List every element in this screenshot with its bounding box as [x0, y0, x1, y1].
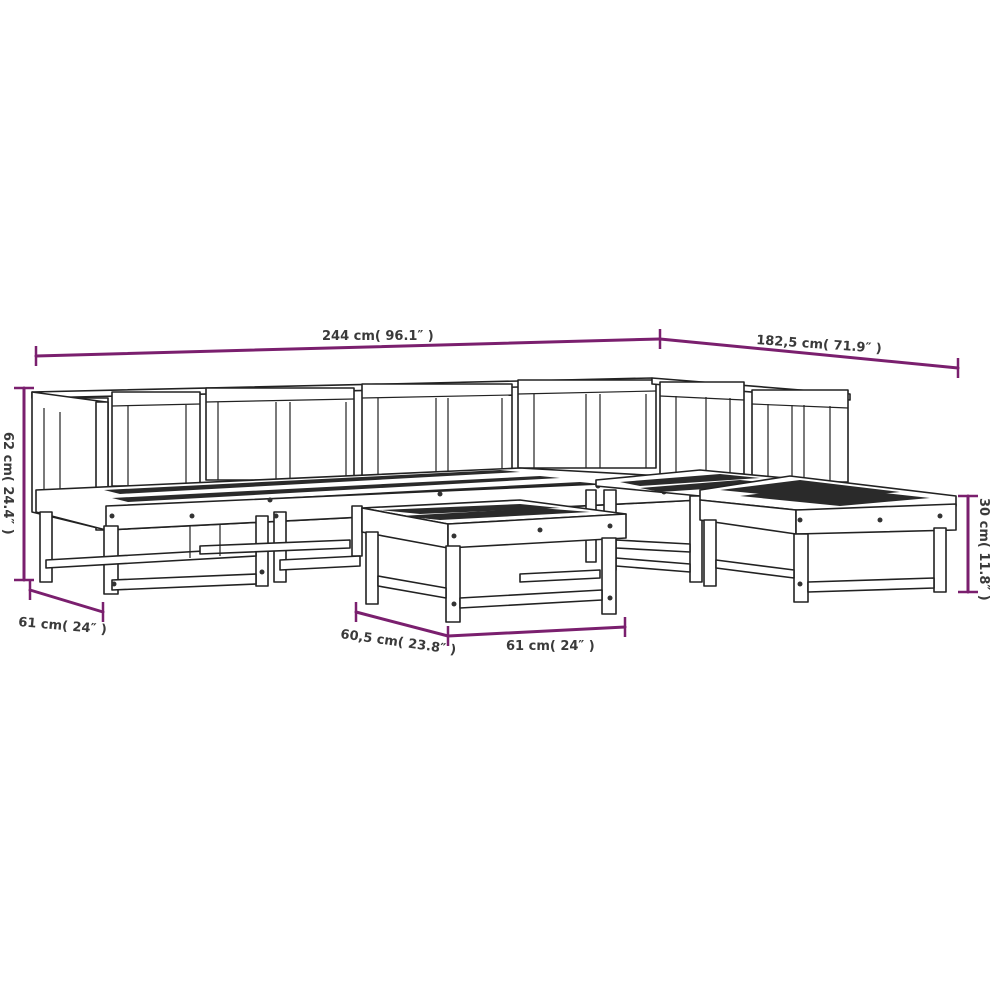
back-rest: [31, 377, 657, 491]
height-label: 62 cm( 24.4″ ): [0, 432, 15, 535]
dimension-lines: [14, 329, 978, 646]
center-ottoman: [361, 499, 627, 623]
ottoman-depth-label: 60,5 cm( 23.8″ ): [339, 627, 457, 658]
ottoman-height-label: 30 cm( 11.8″ ): [976, 498, 991, 601]
total-width-label: 244 cm( 96.1″ ): [322, 329, 434, 344]
seat-depth-label: 61 cm( 24″ ): [18, 615, 108, 638]
side-back-rest: [651, 377, 851, 483]
right-ottoman: [699, 475, 957, 603]
sofa-set-drawing: [31, 377, 957, 623]
ottoman-width-label: 61 cm( 24″ ): [506, 639, 595, 654]
seat-deck: [35, 467, 701, 531]
